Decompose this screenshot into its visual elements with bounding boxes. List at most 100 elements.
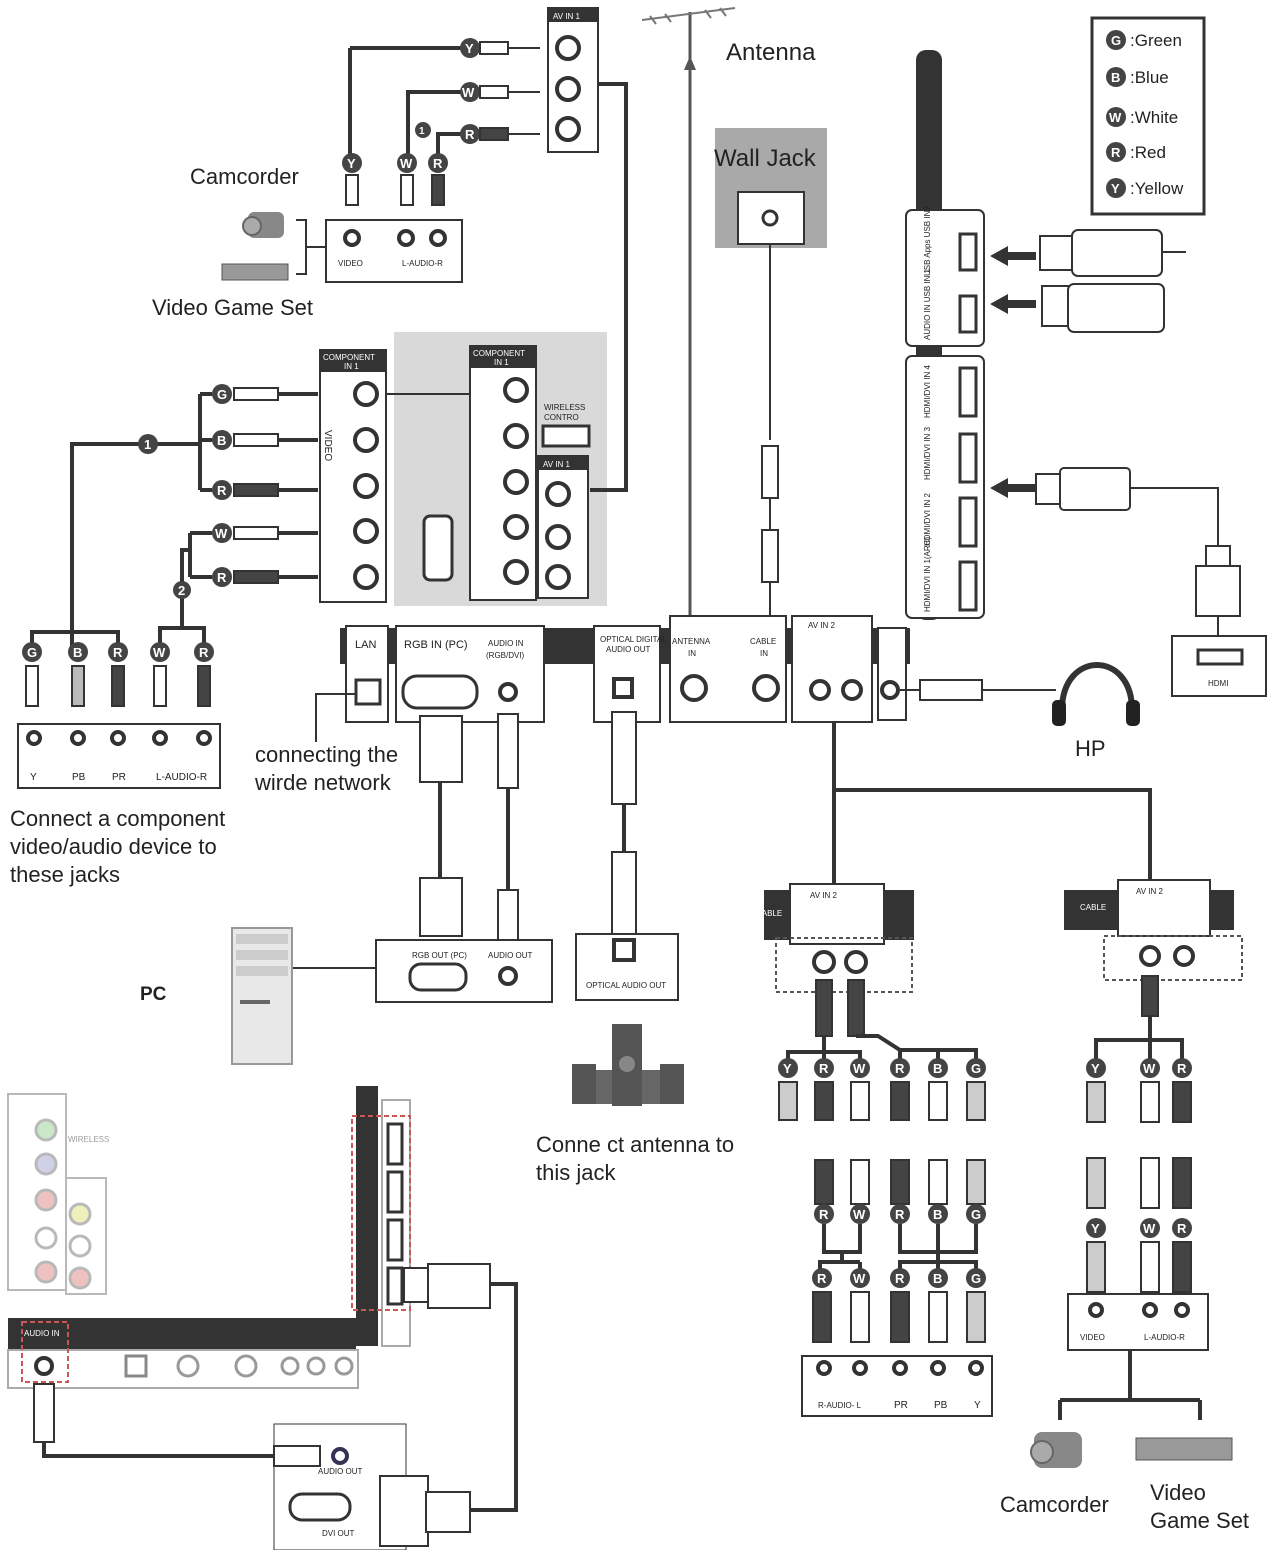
svg-text:R: R bbox=[895, 1061, 905, 1076]
svg-text:R: R bbox=[819, 1207, 829, 1222]
svg-text:AUDIO OUT: AUDIO OUT bbox=[488, 951, 533, 960]
svg-text:AV IN 2: AV IN 2 bbox=[810, 891, 838, 900]
legend-yellow: Y :Yellow bbox=[1106, 178, 1184, 198]
svg-text:Y: Y bbox=[465, 41, 474, 56]
svg-text:LAN: LAN bbox=[355, 639, 376, 651]
svg-text:AUDIO IN USB IN 1: AUDIO IN USB IN 1 bbox=[923, 268, 932, 340]
svg-text:2: 2 bbox=[178, 583, 185, 598]
wall-jack-socket-icon bbox=[761, 209, 779, 227]
av-in-2-port-block bbox=[791, 615, 873, 723]
svg-text::Green: :Green bbox=[1130, 31, 1182, 50]
right-branch-plugs-bottom bbox=[812, 1291, 986, 1343]
svg-text::White: :White bbox=[1130, 108, 1178, 127]
video-game-set-top-label: Video Game Set bbox=[152, 295, 313, 320]
legend-green: G :Green bbox=[1106, 30, 1182, 50]
usb-cable-icon bbox=[1071, 229, 1163, 277]
svg-text:G: G bbox=[971, 1061, 981, 1076]
camcorder-bottom-icon bbox=[1030, 1432, 1082, 1468]
wall-jack-label: Wall Jack bbox=[714, 145, 817, 172]
svg-text:AUDIO OUT: AUDIO OUT bbox=[318, 1467, 363, 1476]
svg-text:OPTICAL AUDIO OUT: OPTICAL AUDIO OUT bbox=[586, 981, 666, 990]
svg-text:G: G bbox=[217, 387, 227, 402]
lan-port-block bbox=[345, 625, 389, 723]
lan-jack-icon bbox=[354, 678, 382, 706]
svg-text:HDMI/DVI IN 2: HDMI/DVI IN 2 bbox=[923, 493, 932, 546]
usb-stick-icon bbox=[1067, 283, 1165, 333]
svg-text:L-AUDIO-R: L-AUDIO-R bbox=[402, 259, 443, 268]
camcorder-top-icon bbox=[242, 212, 284, 238]
speaker-system-icon bbox=[572, 1024, 684, 1106]
svg-text:W: W bbox=[853, 1271, 866, 1286]
svg-text:Y: Y bbox=[1091, 1061, 1100, 1076]
svg-text:HDMI: HDMI bbox=[1208, 679, 1228, 688]
svg-text:G: G bbox=[1111, 33, 1121, 48]
svg-text:IN 1: IN 1 bbox=[494, 358, 509, 367]
hdmi-port-block bbox=[905, 355, 985, 619]
hdmi-device-box bbox=[1171, 635, 1267, 697]
video-game-set-bottom-icon bbox=[1135, 1437, 1233, 1461]
component-note-line1: Connect a component bbox=[10, 806, 225, 831]
pc-tower-icon bbox=[231, 927, 293, 1065]
svg-text:Y: Y bbox=[783, 1061, 792, 1076]
svg-text:B: B bbox=[933, 1271, 942, 1286]
svg-text::Blue: :Blue bbox=[1130, 68, 1169, 87]
svg-text:Y: Y bbox=[974, 1400, 981, 1411]
svg-text::Red: :Red bbox=[1130, 143, 1166, 162]
svg-text:W: W bbox=[215, 526, 228, 541]
antenna-label: Antenna bbox=[726, 39, 816, 66]
svg-text:AV IN 2: AV IN 2 bbox=[808, 621, 836, 630]
component-note-line3: these jacks bbox=[10, 862, 120, 887]
svg-text:PR: PR bbox=[112, 772, 126, 783]
video-game-set-bottom-line2: Game Set bbox=[1150, 1508, 1249, 1533]
legend-white: W :White bbox=[1106, 107, 1178, 127]
faded-tv-back-bar bbox=[8, 1318, 356, 1350]
svg-text:WIRELESS: WIRELESS bbox=[68, 1135, 109, 1144]
svg-text:R: R bbox=[1177, 1061, 1187, 1076]
svg-text:HDMI/DVI IN 3: HDMI/DVI IN 3 bbox=[923, 427, 932, 480]
svg-text:RGB OUT (PC): RGB OUT (PC) bbox=[412, 951, 467, 960]
svg-text:W: W bbox=[853, 1061, 866, 1076]
svg-text:HDMI/DVI IN 4: HDMI/DVI IN 4 bbox=[923, 365, 932, 418]
svg-text:Y: Y bbox=[1091, 1221, 1100, 1236]
svg-text:R: R bbox=[113, 645, 123, 660]
hdmi-dashed-highlight bbox=[351, 1115, 411, 1311]
svg-text:R: R bbox=[433, 156, 443, 171]
camcorder-top-label: Camcorder bbox=[190, 164, 299, 189]
svg-text:B: B bbox=[1111, 70, 1120, 85]
svg-text:VIDEO: VIDEO bbox=[338, 259, 363, 268]
connecting-network-line1: connecting the bbox=[255, 742, 398, 767]
right-branch-plugs-lower bbox=[814, 1159, 986, 1205]
svg-text:AUDIO IN: AUDIO IN bbox=[488, 639, 524, 648]
svg-text:Y: Y bbox=[1111, 181, 1120, 196]
svg-text:AV IN 1: AV IN 1 bbox=[543, 460, 571, 469]
video-game-set-bottom-line1: Video bbox=[1150, 1480, 1206, 1505]
svg-text:1: 1 bbox=[419, 126, 425, 137]
svg-text:HDMI/DVI IN 1(ARC): HDMI/DVI IN 1(ARC) bbox=[923, 537, 932, 612]
rgb-in-port-icon bbox=[401, 674, 479, 710]
rs232-port-icon bbox=[422, 514, 454, 582]
svg-text:VIDEO: VIDEO bbox=[1080, 1333, 1105, 1342]
svg-text:G: G bbox=[971, 1207, 981, 1222]
svg-text:AV IN 2: AV IN 2 bbox=[1136, 887, 1164, 896]
svg-text:R: R bbox=[217, 570, 227, 585]
svg-text:PB: PB bbox=[934, 1400, 948, 1411]
svg-text:CABLE: CABLE bbox=[750, 637, 776, 646]
antenna-cable-port-block bbox=[669, 615, 787, 723]
svg-text:L-AUDIO-R: L-AUDIO-R bbox=[1144, 1333, 1185, 1342]
svg-text:IN: IN bbox=[688, 649, 696, 658]
faded-side-panel: WIRELESS bbox=[7, 1093, 109, 1295]
svg-text:W: W bbox=[153, 645, 166, 660]
svg-text:B: B bbox=[73, 645, 82, 660]
right-branch-plugs-upper bbox=[778, 1081, 986, 1121]
svg-text:CABLE: CABLE bbox=[1080, 903, 1106, 912]
svg-text:B: B bbox=[933, 1061, 942, 1076]
svg-text:AV IN 1: AV IN 1 bbox=[553, 12, 581, 21]
svg-text:R: R bbox=[199, 645, 209, 660]
svg-text:W: W bbox=[1143, 1221, 1156, 1236]
svg-text:RGB IN (PC): RGB IN (PC) bbox=[404, 639, 468, 651]
svg-text:W: W bbox=[853, 1207, 866, 1222]
svg-text:R: R bbox=[819, 1061, 829, 1076]
svg-text:R: R bbox=[1177, 1221, 1187, 1236]
svg-text:(RGB/DVI): (RGB/DVI) bbox=[486, 651, 525, 660]
